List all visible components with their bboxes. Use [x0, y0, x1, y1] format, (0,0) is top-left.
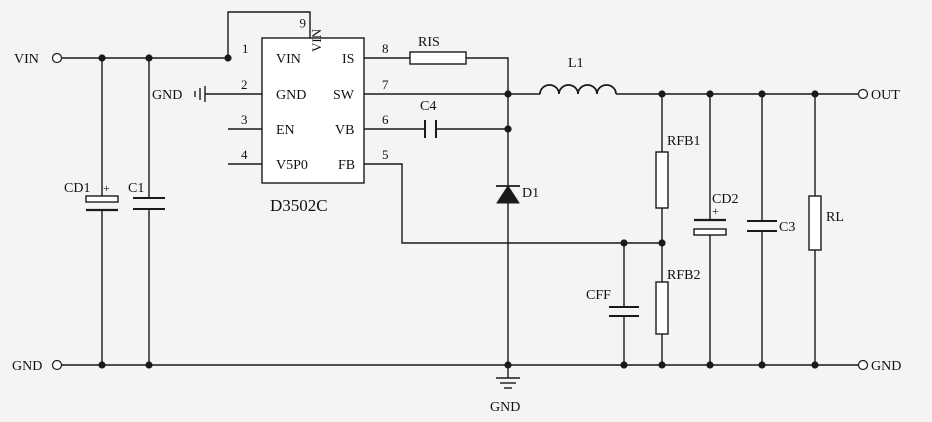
- junction-dot: [758, 90, 766, 98]
- ris-resistor: RIS: [409, 35, 467, 65]
- cd1-polarity: +: [103, 181, 110, 195]
- junction-dot: [811, 90, 819, 98]
- ic-pin-name-v5p0: V5P0: [276, 158, 308, 173]
- c1-label: C1: [128, 181, 144, 196]
- junction-dot: [706, 361, 714, 369]
- ic-pin-name-top: VIN: [309, 28, 324, 52]
- rfb2-label: RFB2: [667, 268, 700, 283]
- gnd-right-terminal: [857, 359, 869, 371]
- ic-pin-name-gnd: GND: [276, 88, 306, 103]
- cff-capacitor: CFF: [586, 288, 639, 317]
- wires: [62, 11, 858, 378]
- ic-pin-num-7: 7: [382, 77, 389, 92]
- ic-pin-num-top: 6: [299, 16, 306, 31]
- cd2-label: CD2: [712, 192, 738, 207]
- gnd-left-label: GND: [12, 359, 42, 374]
- ic-pin-name-vb: VB: [335, 123, 354, 138]
- rfb2-resistor: RFB2: [655, 268, 700, 335]
- ic-pin-num-6: 6: [382, 112, 389, 127]
- rl-resistor: RL: [808, 195, 844, 251]
- c3-label: C3: [779, 220, 795, 235]
- c3-capacitor: C3: [747, 220, 795, 235]
- ic-pin-num-1: 1: [242, 41, 249, 56]
- vin-label: VIN: [14, 52, 39, 67]
- junction-dot: [145, 54, 153, 62]
- vin-terminal: [51, 52, 63, 64]
- junction-dot: [504, 125, 512, 133]
- ris-node-wire: [466, 57, 509, 365]
- ic-pin-num-4: 4: [241, 147, 248, 162]
- cd1-capacitor: + CD1: [64, 181, 119, 212]
- ic-pin-num-8: 8: [382, 41, 389, 56]
- ic-part-label: D3502C: [270, 196, 328, 215]
- cd2-polarity: +: [712, 204, 719, 218]
- junction-dot: [658, 239, 666, 247]
- fb-wire: [364, 163, 662, 244]
- ic-d3502c: VIN GND EN V5P0 IS SW VB FB 6 VIN 1 2 3 …: [241, 16, 389, 215]
- l1-label: L1: [568, 56, 584, 71]
- out-label: OUT: [871, 88, 900, 103]
- junction-dot: [504, 90, 512, 98]
- ic-pin-name-vin: VIN: [276, 52, 301, 67]
- d1-diode: D1: [496, 185, 539, 204]
- ic-body: [261, 37, 365, 184]
- gnd-left-terminal: [51, 359, 63, 371]
- ic-pin-num-5: 5: [382, 147, 389, 162]
- junction-dot: [504, 361, 512, 369]
- gnd-ic-label: GND: [152, 88, 182, 103]
- junction-dot: [658, 361, 666, 369]
- ic-ground-symbol: GND: [152, 86, 206, 103]
- junction-dot: [98, 54, 106, 62]
- terminals: VIN GND OUT GND: [12, 52, 901, 374]
- cd1-label: CD1: [64, 181, 90, 196]
- junction-dot: [98, 361, 106, 369]
- junctions: [98, 54, 819, 369]
- junction-dot: [224, 54, 232, 62]
- junction-dot: [620, 361, 628, 369]
- l1-inductor: L1: [539, 56, 617, 95]
- gnd-bottom-label: GND: [490, 400, 520, 415]
- c1-capacitor: C1: [128, 181, 165, 210]
- cd2-capacitor: + CD2: [693, 192, 738, 236]
- d1-label: D1: [522, 186, 539, 201]
- gnd-right-label: GND: [871, 359, 901, 374]
- ic-pin-num-3: 3: [241, 112, 248, 127]
- cff-label: CFF: [586, 288, 611, 303]
- out-terminal: [857, 88, 869, 100]
- ic-pin-name-fb: FB: [338, 158, 355, 173]
- rfb1-resistor: RFB1: [655, 134, 700, 209]
- ris-label: RIS: [418, 35, 440, 50]
- junction-dot: [706, 90, 714, 98]
- bottom-ground-symbol: GND: [490, 377, 520, 415]
- rfb1-label: RFB1: [667, 134, 700, 149]
- ic-pin-name-is: IS: [342, 52, 354, 67]
- ic-pin-name-en: EN: [276, 123, 295, 138]
- junction-dot: [620, 239, 628, 247]
- junction-dot: [145, 361, 153, 369]
- junction-dot: [811, 361, 819, 369]
- junction-dot: [758, 361, 766, 369]
- c4-capacitor: C4: [420, 99, 437, 138]
- ic-pin-num-2: 2: [241, 77, 248, 92]
- junction-dot: [658, 90, 666, 98]
- ic-pin-name-sw: SW: [333, 88, 355, 103]
- vin-loop-wire: [227, 11, 311, 58]
- c4-label: C4: [420, 99, 436, 114]
- rl-label: RL: [826, 210, 844, 225]
